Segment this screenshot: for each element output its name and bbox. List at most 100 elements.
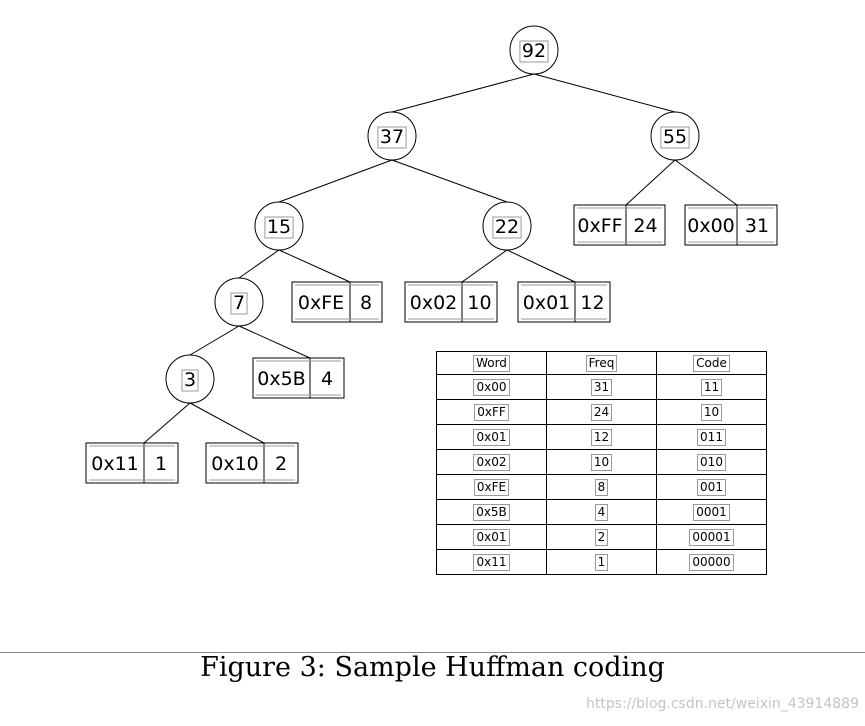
tree-node: 92	[509, 25, 559, 75]
cell-freq: 31	[546, 374, 657, 400]
node-circle	[165, 354, 215, 404]
leaf-word: 0x10	[211, 453, 259, 475]
table-row: 0x02 10 010	[436, 449, 767, 475]
leaf-box	[205, 442, 299, 484]
leaf-freq: 31	[745, 215, 769, 237]
tree-edges	[143, 73, 738, 444]
cell-freq: 10	[546, 449, 657, 475]
leaf-word: 0x00	[687, 215, 735, 237]
cell-code: 10	[656, 399, 767, 425]
cell-word: 0x11	[436, 549, 547, 575]
node-value-frame	[492, 216, 522, 239]
node-value: 55	[663, 126, 687, 148]
cell-freq: 4	[546, 499, 657, 525]
table-row: 0x01 2 00001	[436, 524, 767, 550]
leaf-box	[85, 442, 179, 484]
tree-edge	[238, 249, 280, 279]
tree-edge	[506, 249, 576, 283]
tree-edge	[391, 159, 508, 203]
tree-edge	[461, 249, 508, 283]
cell-word: 0xFF	[436, 399, 547, 425]
leaf-box	[404, 281, 498, 323]
table-row: 0x5B 4 0001	[436, 499, 767, 525]
leaf-freq: 1	[155, 453, 167, 475]
cell-code: 11	[656, 374, 767, 400]
column-header-word: Word	[436, 351, 547, 375]
cell-word: 0x01	[436, 524, 547, 550]
tree-edge	[189, 325, 240, 356]
node-value: 22	[495, 216, 519, 238]
leaf-box	[684, 204, 778, 246]
caption-divider	[0, 652, 865, 653]
column-header-freq: Freq	[546, 351, 657, 375]
node-value-frame	[181, 369, 199, 392]
cell-freq: 1	[546, 549, 657, 575]
cell-word: 0x01	[436, 424, 547, 450]
leaf-word: 0xFE	[298, 292, 344, 314]
node-value-frame	[660, 126, 690, 149]
cell-code: 00000	[656, 549, 767, 575]
node-value: 15	[267, 216, 291, 238]
leaf-freq: 10	[467, 292, 491, 314]
tree-edge	[533, 73, 676, 113]
cell-code: 001	[656, 474, 767, 500]
huffman-code-table: Word Freq Code 0x00 31 11 0xFF 24 10 0x0…	[436, 351, 767, 575]
cell-word: 0x5B	[436, 499, 547, 525]
tree-edge	[189, 402, 265, 444]
cell-word: 0xFE	[436, 474, 547, 500]
cell-code: 00001	[656, 524, 767, 550]
leaf-box	[517, 281, 611, 323]
node-value-frame	[377, 126, 407, 149]
tree-node: 7	[214, 277, 264, 327]
tree-edge	[625, 159, 676, 206]
cell-word: 0x00	[436, 374, 547, 400]
node-value: 3	[184, 369, 196, 391]
column-header-code: Code	[656, 351, 767, 375]
tree-leaf: 0x5B 4	[252, 357, 345, 399]
table-row: 0x11 1 00000	[436, 549, 767, 575]
watermark-text: https://blog.csdn.net/weixin_43914889	[585, 696, 859, 712]
tree-node: 3	[165, 354, 215, 404]
leaf-word: 0x02	[410, 292, 458, 314]
leaf-word: 0x5B	[257, 368, 305, 390]
cell-freq: 12	[546, 424, 657, 450]
leaf-box	[252, 357, 345, 399]
tree-leaf: 0x00 31	[684, 204, 778, 246]
leaf-box	[573, 204, 666, 246]
tree-nodes: 92 37 55 15 22 7 3	[165, 25, 700, 404]
cell-code: 011	[656, 424, 767, 450]
tree-node: 22	[482, 201, 532, 251]
tree-node: 37	[367, 111, 417, 161]
leaf-word: 0x01	[523, 292, 571, 314]
figure-caption: Figure 3: Sample Huffman coding	[200, 652, 665, 683]
tree-edge	[391, 73, 535, 113]
leaf-box	[291, 281, 383, 323]
cell-code: 010	[656, 449, 767, 475]
tree-edge	[278, 159, 393, 203]
cell-freq: 8	[546, 474, 657, 500]
tree-leaf: 0x02 10	[404, 281, 498, 323]
node-circle	[214, 277, 264, 327]
tree-leaf: 0x01 12	[517, 281, 611, 323]
node-value-frame	[264, 216, 294, 239]
leaf-freq: 12	[580, 292, 604, 314]
leaf-word: 0xFF	[577, 215, 622, 237]
tree-edge	[238, 325, 311, 359]
cell-word: 0x02	[436, 449, 547, 475]
node-value: 37	[380, 126, 404, 148]
table-header-row: Word Freq Code	[436, 351, 767, 375]
tree-leaf: 0xFF 24	[573, 204, 666, 246]
table-row: 0x00 31 11	[436, 374, 767, 400]
leaf-freq: 24	[633, 215, 657, 237]
node-value-frame	[519, 40, 549, 63]
table-row: 0xFE 8 001	[436, 474, 767, 500]
cell-freq: 2	[546, 524, 657, 550]
cell-code: 0001	[656, 499, 767, 525]
leaf-freq: 4	[321, 368, 333, 390]
node-value: 7	[233, 292, 245, 314]
